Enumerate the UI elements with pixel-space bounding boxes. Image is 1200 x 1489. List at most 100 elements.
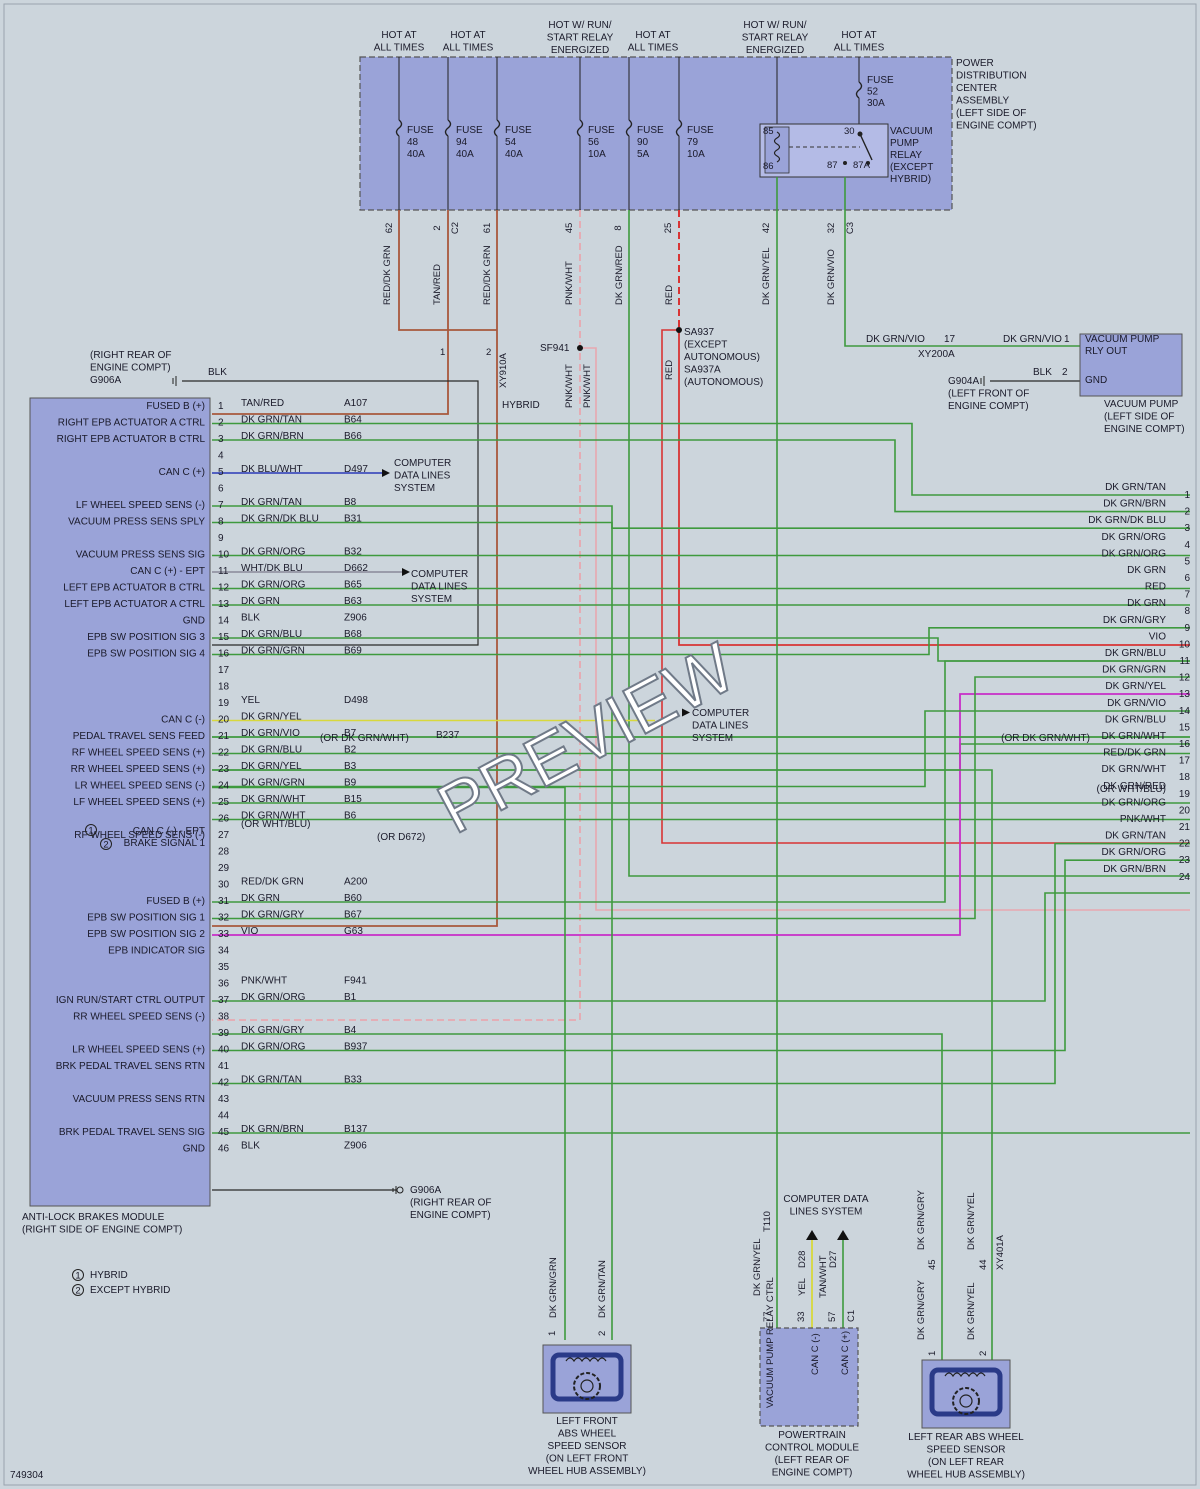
fuse-icon bbox=[576, 119, 584, 137]
pin-number: 5 bbox=[1184, 556, 1190, 567]
wire-color: PNK/WHT bbox=[1120, 814, 1166, 825]
pin-number: 17 bbox=[944, 334, 956, 345]
note-marker: 1 bbox=[88, 826, 93, 837]
cdl-label: COMPUTER bbox=[692, 708, 749, 719]
abs-pin-signal: IGN RUN/START CTRL OUTPUT bbox=[56, 995, 205, 1006]
abs-pin-number: 29 bbox=[218, 863, 230, 874]
pdc-label: DISTRIBUTION bbox=[956, 71, 1027, 82]
wire-label: YEL bbox=[797, 1278, 808, 1296]
alt-wire-color: (OR DK GRN/WHT) bbox=[320, 733, 409, 744]
fuse-icon bbox=[444, 119, 452, 137]
fuse-label: 5A bbox=[637, 149, 650, 160]
pin-number: 24 bbox=[1179, 872, 1191, 883]
fuse-label: 30A bbox=[867, 98, 885, 109]
relay-terminal: 86 bbox=[763, 161, 774, 172]
pin-number: 10 bbox=[1179, 639, 1191, 650]
abs-pin-signal: GND bbox=[183, 616, 205, 627]
pin-number: 2 bbox=[486, 347, 491, 358]
abs-circuit-code: B2 bbox=[344, 745, 357, 756]
pin-number: 15 bbox=[1179, 722, 1191, 733]
splice-dot-icon bbox=[577, 345, 583, 351]
abs-circuit-code: F941 bbox=[344, 976, 367, 987]
abs-pin-number: 33 bbox=[218, 929, 230, 940]
abs-pin-signal: LR WHEEL SPEED SENS (+) bbox=[72, 1045, 205, 1056]
relay-terminal: 30 bbox=[844, 126, 855, 137]
abs-wire-color: DK BLU/WHT bbox=[241, 464, 303, 475]
abs-wire-color: DK GRN/BLU bbox=[241, 629, 302, 640]
abs-pin-number: 45 bbox=[218, 1127, 230, 1138]
abs-wire-2 bbox=[212, 422, 1190, 496]
ground-icon bbox=[980, 376, 985, 386]
left-front-abs-sensor bbox=[542, 1344, 632, 1414]
abs-pin-number: 42 bbox=[218, 1078, 230, 1089]
fuse-label: 10A bbox=[687, 149, 705, 160]
hot-label: HOT W/ RUN/ bbox=[548, 20, 611, 31]
component-label: WHEEL HUB ASSEMBLY) bbox=[907, 1470, 1025, 1481]
abs-wire-33 bbox=[212, 693, 1190, 936]
hot-label: ENERGIZED bbox=[746, 45, 804, 56]
abs-pin-number: 2 bbox=[218, 418, 224, 429]
wire-color: DK GRN/ORG bbox=[1102, 532, 1167, 543]
wire-color: DK GRN/ORG bbox=[1102, 548, 1167, 559]
abs-wire-color: DK GRN/VIO bbox=[241, 728, 300, 739]
abs-pin-number: 7 bbox=[218, 500, 224, 511]
abs-pin-number: 6 bbox=[218, 484, 224, 495]
fuse-label: FUSE bbox=[588, 125, 615, 136]
wire-dk-grn-red bbox=[628, 210, 1190, 877]
abs-pin-signal: RR WHEEL SPEED SENS (+) bbox=[71, 764, 205, 775]
pin-number: 7 bbox=[1184, 590, 1190, 601]
abs-wire-16 bbox=[212, 626, 1190, 656]
pcm-signal: CAN C (-) bbox=[810, 1333, 821, 1375]
abs-circuit-code: B67 bbox=[344, 910, 362, 921]
abs-pin-number: 27 bbox=[218, 830, 230, 841]
abs-pin-number: 13 bbox=[218, 599, 230, 610]
abs-wire-37 bbox=[212, 892, 1190, 1002]
splice-label: (EXCEPT bbox=[684, 340, 727, 351]
abs-wire-color: DK GRN/ORG bbox=[241, 992, 306, 1003]
fuse-icon bbox=[855, 81, 863, 99]
abs-pin-number: 34 bbox=[218, 946, 230, 957]
fuse-icon bbox=[395, 119, 403, 137]
relay-coil-icon bbox=[773, 131, 781, 163]
abs-pin-signal: FUSED B (+) bbox=[146, 401, 205, 412]
pin-number: 20 bbox=[1179, 805, 1191, 816]
abs-circuit-code: B63 bbox=[344, 596, 362, 607]
pin-number: 45 bbox=[927, 1259, 938, 1270]
abs-circuit-code: G63 bbox=[344, 926, 363, 937]
circuit-code: D27 bbox=[828, 1251, 839, 1268]
wire-color: DK GRN/ORG bbox=[1102, 797, 1167, 808]
ground-icon bbox=[392, 1186, 397, 1194]
abs-pin-number: 3 bbox=[218, 434, 224, 445]
abs-pin-signal: VACUUM PRESS SENS SPLY bbox=[68, 517, 205, 528]
abs-pin-number: 10 bbox=[218, 550, 230, 561]
abs-pin-signal: CAN C (-) - EPT bbox=[133, 826, 205, 837]
abs-pin-number: 41 bbox=[218, 1061, 230, 1072]
abs-pin-number: 11 bbox=[218, 566, 229, 577]
abs-pin-signal: BRK PEDAL TRAVEL SENS RTN bbox=[56, 1061, 205, 1072]
pin-number: 57 bbox=[827, 1311, 838, 1322]
wire-color: DK GRN/BLU bbox=[1105, 648, 1166, 659]
pin-number: 2 bbox=[1062, 367, 1068, 378]
wire-color: DK GRN/YEL bbox=[1105, 681, 1166, 692]
fuse-label: 40A bbox=[407, 149, 425, 160]
abs-pin-number: 31 bbox=[218, 896, 230, 907]
cavity-number: C2 bbox=[450, 222, 461, 234]
pin-number: 11 bbox=[1180, 656, 1191, 667]
abs-pin-number: 26 bbox=[218, 814, 230, 825]
pin-number: 44 bbox=[978, 1259, 989, 1270]
tone-wheel-icon bbox=[952, 1387, 980, 1415]
fuse-icon bbox=[493, 119, 501, 137]
pin-number: 14 bbox=[1179, 706, 1191, 717]
wire-color: VIO bbox=[1149, 631, 1166, 642]
abs-pin-signal: LR WHEEL SPEED SENS (-) bbox=[75, 781, 205, 792]
hot-label: ALL TIMES bbox=[834, 43, 885, 54]
abs-circuit-code: Z906 bbox=[344, 613, 367, 624]
abs-wire-color: DK GRN/TAN bbox=[241, 415, 302, 426]
abs-pin-number: 22 bbox=[218, 748, 230, 759]
wire-label: TAN/RED bbox=[432, 264, 443, 305]
component-label: CONTROL MODULE bbox=[765, 1443, 859, 1454]
legend-text: EXCEPT HYBRID bbox=[90, 1285, 170, 1296]
wire-blk-gnd bbox=[182, 380, 479, 646]
abs-pin-signal: BRK PEDAL TRAVEL SENS SIG bbox=[59, 1127, 205, 1138]
abs-circuit-code: B7 bbox=[344, 728, 357, 739]
